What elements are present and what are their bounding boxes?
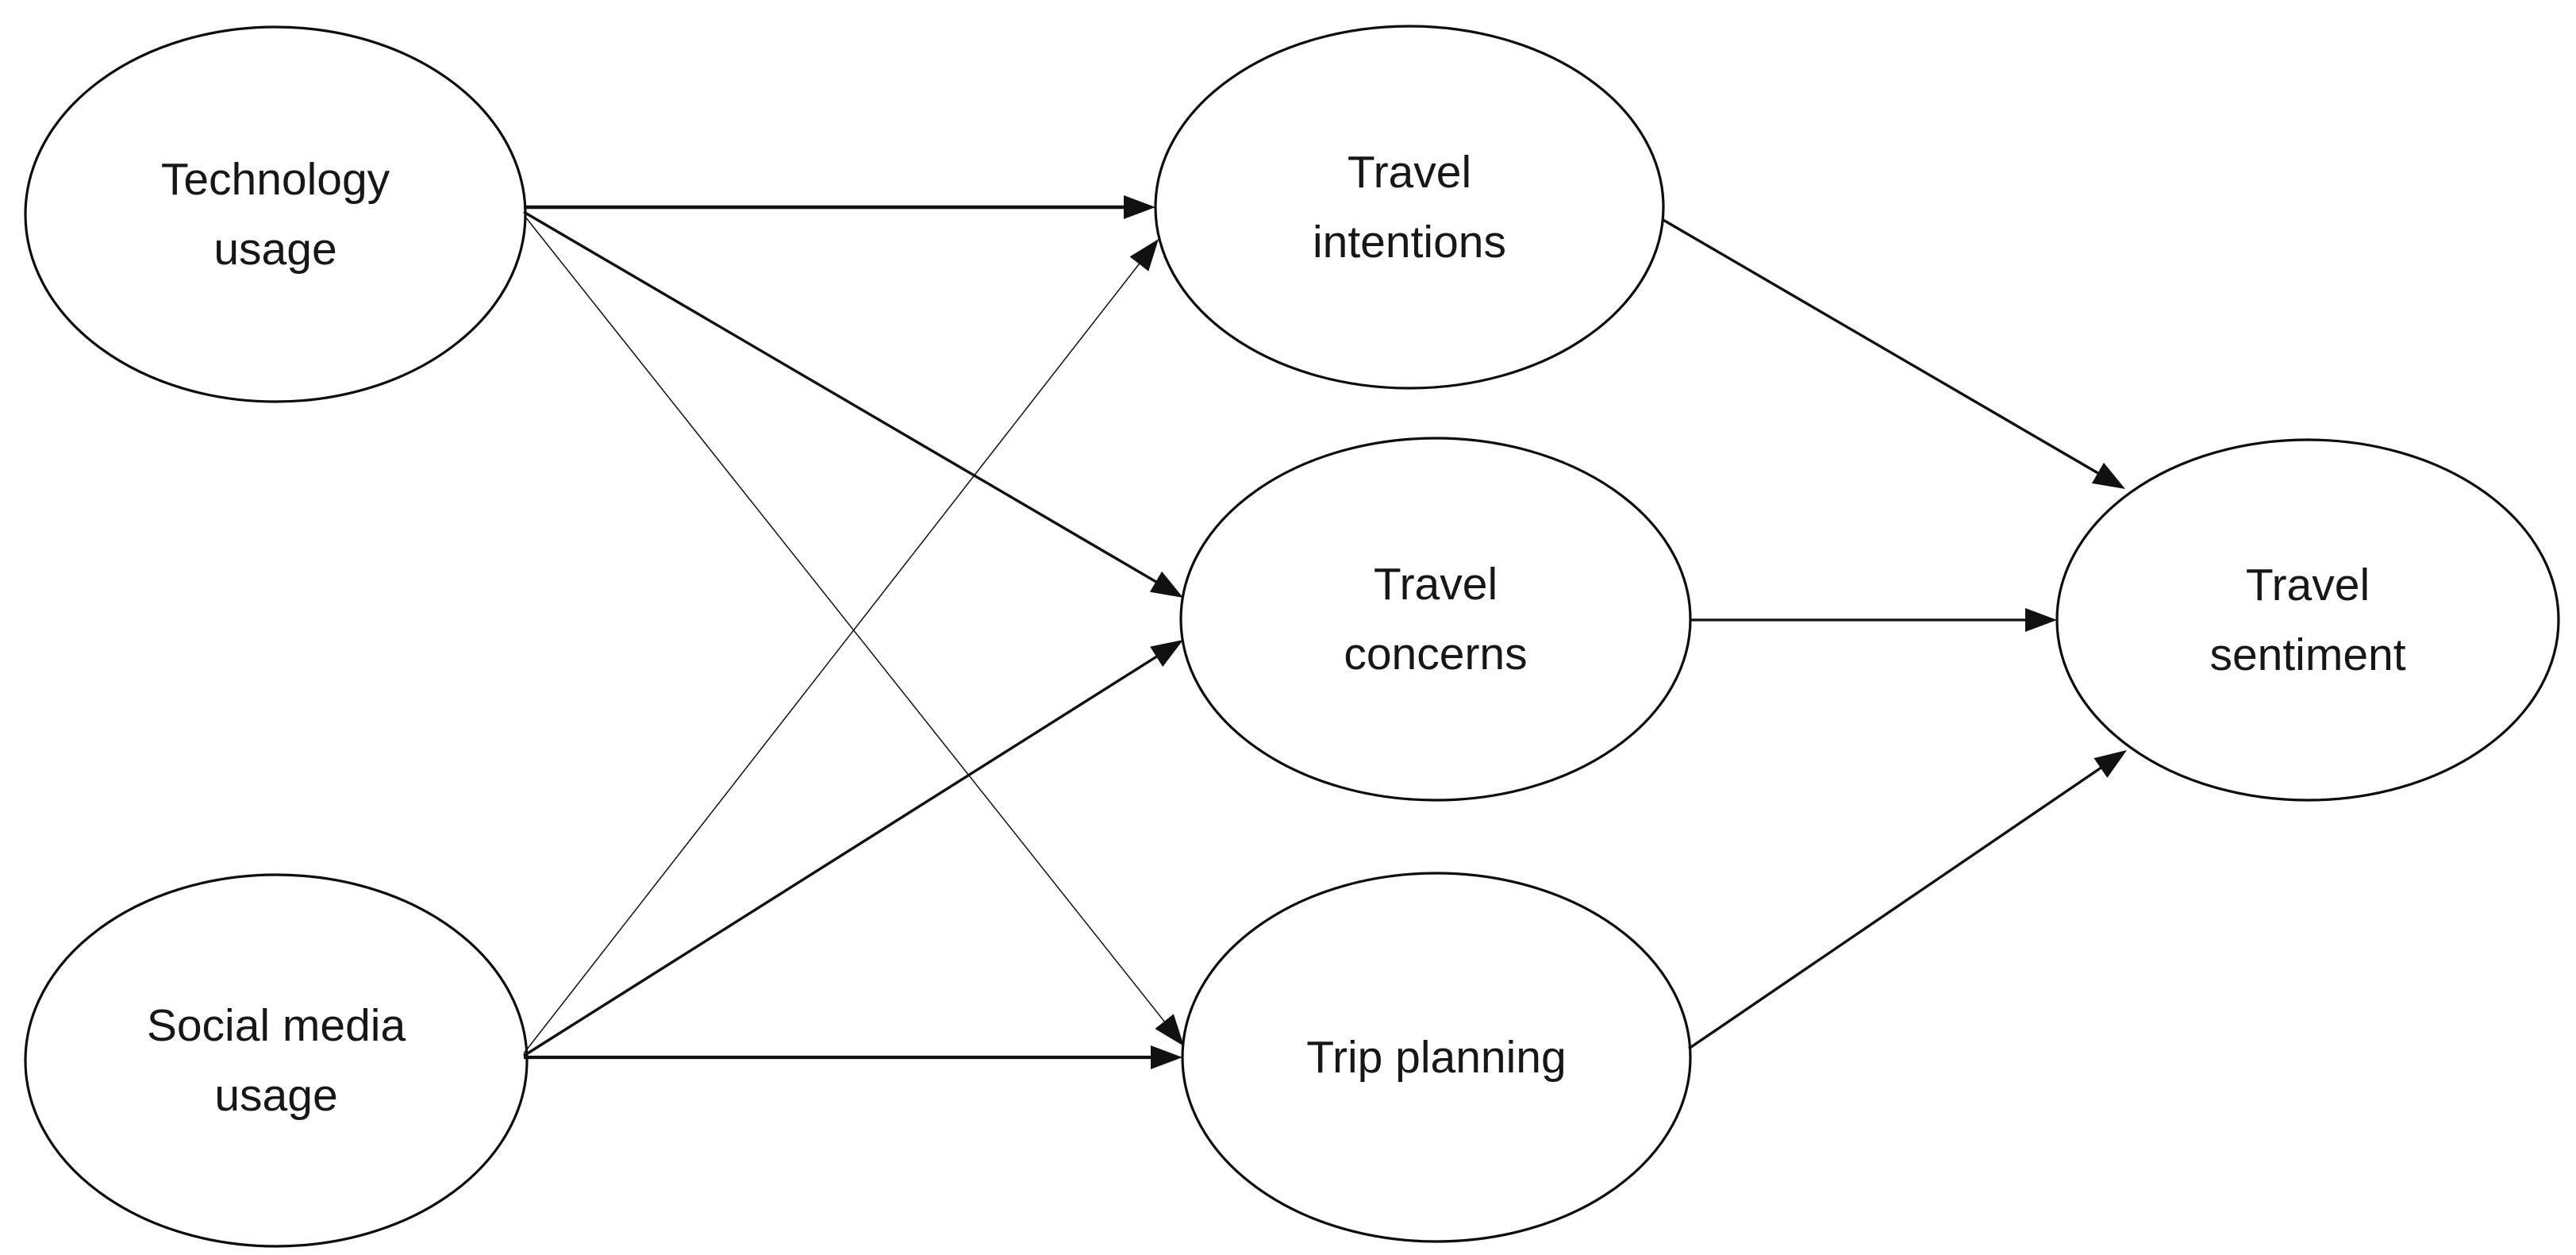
node-social-media-usage: Social media usage bbox=[24, 873, 529, 1248]
edge-social-to-travel-concerns-arrowhead bbox=[1150, 640, 1183, 668]
edge-social-to-travel-concerns bbox=[523, 640, 1183, 1057]
edge-planning-to-sentiment-line bbox=[1688, 764, 2105, 1050]
edge-intentions-to-sentiment-line bbox=[1661, 218, 2101, 476]
edge-technology-to-travel-intentions-arrowhead bbox=[1124, 195, 1155, 219]
node-trip-planning: Trip planning bbox=[1181, 872, 1692, 1243]
node-travel-intentions-label-line: Travel bbox=[1348, 147, 1471, 198]
edge-planning-to-sentiment bbox=[1688, 750, 2127, 1050]
edge-social-to-travel-concerns-line bbox=[523, 653, 1160, 1057]
node-travel-concerns-shape bbox=[1179, 437, 1692, 802]
node-social-media-usage-shape bbox=[24, 873, 529, 1248]
node-travel-intentions-label-line: intentions bbox=[1313, 217, 1506, 268]
edge-social-to-travel-intentions-line bbox=[523, 260, 1142, 1054]
node-travel-concerns: Travel concerns bbox=[1179, 437, 1692, 802]
edge-intentions-to-sentiment bbox=[1661, 218, 2125, 489]
node-trip-planning-label-line: Trip planning bbox=[1306, 1032, 1566, 1083]
node-technology-usage-label-line: usage bbox=[213, 224, 336, 275]
edge-social-to-travel-intentions-arrowhead bbox=[1129, 239, 1159, 271]
edge-intentions-to-sentiment-arrowhead bbox=[2091, 462, 2125, 489]
edge-technology-to-trip-planning-arrowhead bbox=[1155, 1014, 1184, 1046]
node-travel-sentiment: Travel sentiment bbox=[2055, 438, 2560, 802]
edge-concerns-to-sentiment-arrowhead bbox=[2025, 608, 2057, 632]
node-travel-sentiment-label-line: Travel bbox=[2246, 560, 2370, 610]
edge-social-to-trip-planning-arrowhead bbox=[1151, 1045, 1182, 1069]
edge-technology-to-travel-intentions bbox=[524, 195, 1155, 219]
node-technology-usage: Technology usage bbox=[24, 25, 527, 403]
node-travel-intentions-shape bbox=[1154, 25, 1665, 390]
node-social-media-usage-label-line: usage bbox=[214, 1070, 337, 1121]
edge-technology-to-trip-planning-line bbox=[524, 215, 1167, 1025]
edge-planning-to-sentiment-arrowhead bbox=[2093, 750, 2127, 778]
node-travel-intentions: Travel intentions bbox=[1154, 25, 1665, 390]
edge-social-to-trip-planning bbox=[524, 1045, 1182, 1069]
node-social-media-usage-label-line: Social media bbox=[147, 1000, 406, 1051]
edge-technology-to-travel-concerns-arrowhead bbox=[1149, 571, 1183, 598]
edge-technology-to-travel-concerns bbox=[523, 210, 1183, 598]
node-travel-sentiment-label-line: sentiment bbox=[2209, 629, 2405, 680]
edge-social-to-travel-intentions bbox=[523, 239, 1159, 1054]
node-travel-concerns-label-line: concerns bbox=[1344, 629, 1527, 679]
edge-technology-to-trip-planning bbox=[524, 215, 1184, 1046]
node-travel-concerns-label-line: Travel bbox=[1374, 559, 1498, 610]
node-technology-usage-label-line: Technology bbox=[161, 154, 390, 205]
edge-technology-to-travel-concerns-line bbox=[523, 210, 1159, 585]
edge-concerns-to-sentiment bbox=[1690, 608, 2057, 632]
node-travel-sentiment-shape bbox=[2055, 438, 2560, 802]
node-technology-usage-shape bbox=[24, 25, 527, 403]
